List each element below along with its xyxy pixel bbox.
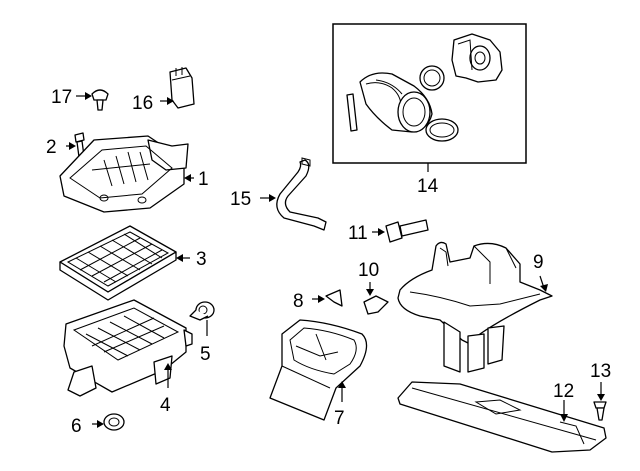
callout-9: 9 xyxy=(533,252,544,273)
callout-2: 2 xyxy=(46,137,57,158)
part-6-plug xyxy=(92,413,125,431)
callout-11: 11 xyxy=(348,223,368,244)
part-9-duct xyxy=(397,241,553,373)
part-17-screw xyxy=(76,89,109,111)
part-15-hose xyxy=(260,157,327,231)
part-2-bolt xyxy=(66,132,85,158)
callout-8: 8 xyxy=(293,291,304,312)
part-13-pin xyxy=(593,382,607,421)
part-11-bolt xyxy=(372,219,429,243)
callout-13: 13 xyxy=(590,361,611,382)
callout-15: 15 xyxy=(230,189,251,210)
callout-16: 16 xyxy=(132,93,153,114)
part-4-lower-housing xyxy=(63,299,193,397)
part-10-clip xyxy=(363,282,389,315)
callout-7: 7 xyxy=(334,408,345,429)
part-3-filter xyxy=(59,225,190,301)
callout-1: 1 xyxy=(198,169,209,190)
part-16-sensor xyxy=(160,67,195,109)
callout-12: 12 xyxy=(553,381,574,402)
callout-17: 17 xyxy=(51,87,72,108)
callout-4: 4 xyxy=(160,395,171,416)
part-1-cover xyxy=(59,135,194,213)
inset-box xyxy=(332,23,527,164)
part-8-clip xyxy=(312,289,343,307)
callout-14: 14 xyxy=(417,176,439,197)
callout-5: 5 xyxy=(200,344,211,365)
part-5-grommet xyxy=(189,301,215,336)
callout-6: 6 xyxy=(71,416,82,437)
callout-10: 10 xyxy=(358,260,379,281)
part-14-inset xyxy=(332,23,527,172)
part-12-shield xyxy=(397,381,607,453)
callout-3: 3 xyxy=(196,249,207,270)
part-7-inlet xyxy=(269,319,368,421)
